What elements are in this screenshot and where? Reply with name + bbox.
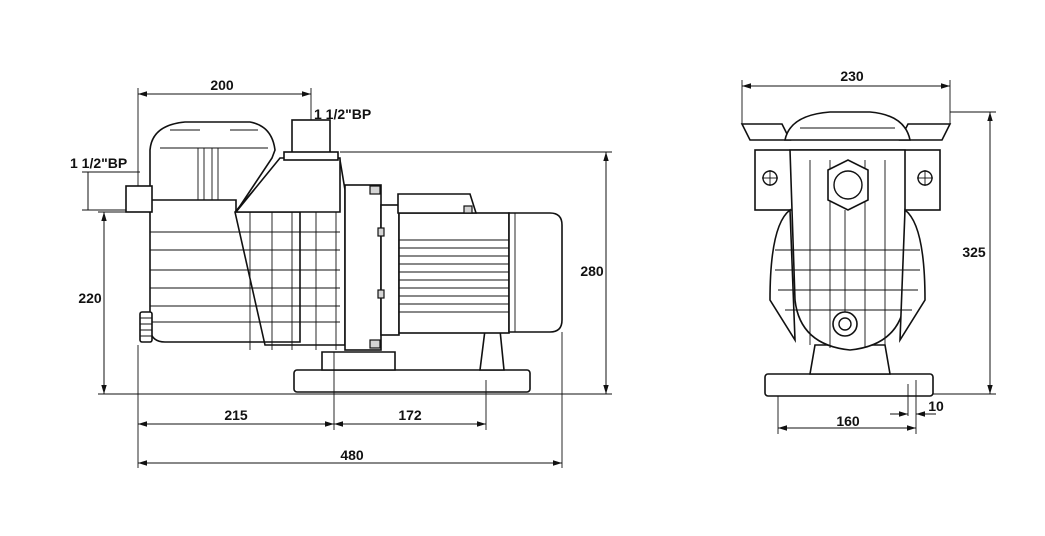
inlet-pipe [125, 185, 153, 213]
label-dim-215: 215 [224, 407, 248, 423]
label-dim-220: 220 [78, 290, 102, 306]
base-plate [293, 369, 531, 393]
outlet-flange [283, 151, 339, 161]
front-cage-lines [775, 160, 920, 348]
front-drain [832, 311, 858, 337]
motor-flange [344, 184, 382, 351]
drain-knob [139, 311, 153, 343]
label-dim-172: 172 [398, 407, 422, 423]
terminal-box [397, 193, 478, 214]
lid-tab-left [740, 123, 792, 141]
flange-bolts [369, 185, 385, 349]
label-dim-200: 200 [210, 77, 234, 93]
label-port-side: 1 1/2"BP [70, 155, 127, 171]
label-dim-325: 325 [962, 244, 986, 260]
pump-support [321, 351, 396, 371]
hex-outlet [827, 159, 869, 211]
front-view-pump [740, 111, 952, 397]
label-dim-10: 10 [928, 398, 944, 414]
motor-fins [399, 239, 509, 313]
side-view-pump [125, 119, 563, 393]
label-dim-160: 160 [836, 413, 860, 429]
side-view-dimensions [82, 88, 612, 468]
motor-support [479, 329, 505, 371]
label-dim-280: 280 [580, 263, 604, 279]
front-view-dimensions [741, 80, 996, 434]
volute-top [234, 157, 341, 213]
label-dim-480: 480 [340, 447, 364, 463]
strainer-lid [149, 121, 276, 213]
label-dim-230: 230 [840, 68, 864, 84]
front-side-left [769, 208, 796, 343]
motor-end-cap [508, 212, 563, 333]
front-side-right [899, 208, 926, 343]
motor-adapter [380, 204, 400, 336]
motor-body [398, 212, 510, 334]
outlet-bore [833, 170, 863, 200]
front-lid [784, 111, 911, 141]
label-port-top: 1 1/2"BP [314, 106, 371, 122]
